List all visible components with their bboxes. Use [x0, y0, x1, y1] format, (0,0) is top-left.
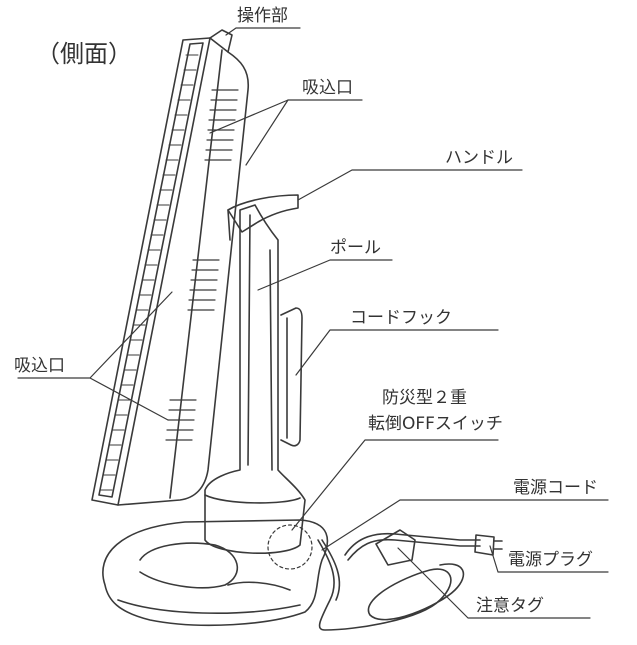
intake-slots-middle: [187, 259, 220, 311]
view-title: （側面）: [36, 40, 132, 68]
label-tip-switch-line2: 転倒OFFスイッチ: [368, 414, 503, 434]
label-tip-switch-line1: 防災型２重: [382, 388, 467, 408]
label-pole: ポール: [330, 238, 381, 258]
heater-body: [91, 29, 250, 506]
label-handle: ハンドル: [445, 148, 513, 168]
leader-tip-switch: [291, 439, 499, 531]
label-cord-hook: コードフック: [350, 308, 452, 328]
leader-control-panel: [225, 27, 301, 36]
label-control-panel: 操作部: [237, 6, 288, 26]
base: [102, 519, 329, 627]
handle: [227, 194, 299, 241]
grille-hatch: [99, 54, 199, 491]
label-power-cord: 電源コード: [513, 478, 598, 498]
leader-intake-left: [17, 291, 173, 421]
tip-switch-marker: [267, 524, 313, 570]
leader-intake-top: [209, 99, 363, 166]
label-power-plug: 電源プラグ: [508, 550, 593, 570]
intake-slots-upper: [204, 89, 239, 161]
label-intake-top: 吸込口: [302, 78, 353, 98]
leader-cord-hook: [295, 329, 499, 376]
power-cord: [317, 532, 481, 631]
leader-power-cord: [321, 499, 609, 551]
leader-lines: [17, 27, 609, 619]
leader-caution-tag: [397, 547, 591, 619]
leader-pole: [257, 259, 393, 291]
caution-tag: [375, 529, 416, 566]
label-intake-left: 吸込口: [14, 356, 65, 376]
intake-slots-lower: [165, 399, 197, 441]
pole: [204, 204, 306, 554]
leader-power-plug: [489, 545, 609, 573]
cord-hook: [280, 307, 303, 447]
leader-handle: [297, 169, 523, 201]
label-caution-tag: 注意タグ: [476, 596, 544, 616]
power-plug: [474, 534, 503, 556]
